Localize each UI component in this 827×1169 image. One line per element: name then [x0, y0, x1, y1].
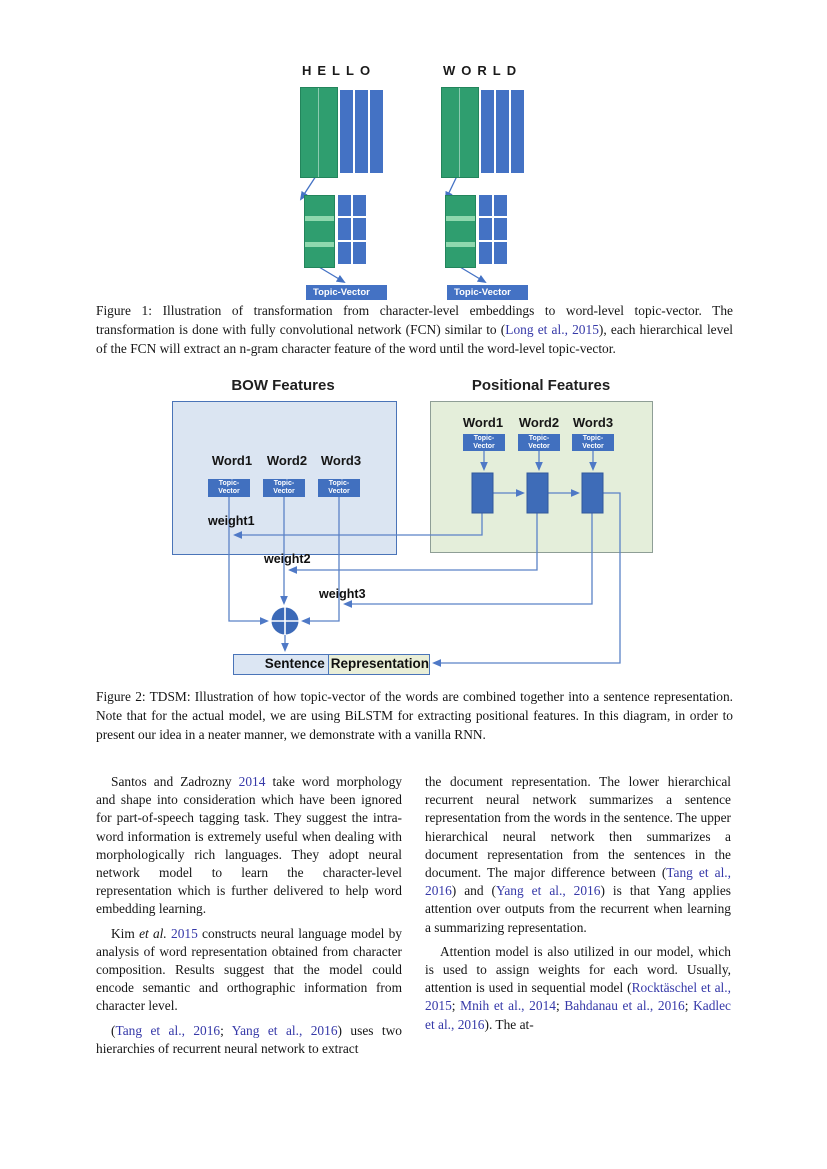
- bow-word1-label: Word1: [211, 453, 253, 468]
- topic-vector-box: Topic-Vector: [518, 434, 560, 451]
- text-segment: Attention model is also utilized in our …: [425, 943, 731, 996]
- topic-vector-box: Topic-Vector: [208, 479, 250, 497]
- topic-vector-box: Topic-Vector: [306, 285, 387, 300]
- conv-feature-grid: [445, 195, 507, 268]
- ngram-feature-green-grid: [445, 195, 476, 268]
- text-segment: ) uses two hierarchies of recurrent neur…: [96, 1022, 402, 1056]
- figure1-diagram: HELLO Topic-Vector WORLD Topic-Vector: [0, 60, 827, 303]
- citation-link[interactable]: Rocktäschel et al., 2015: [425, 980, 731, 1014]
- embedding-blue-bars: [340, 90, 383, 178]
- text-segment: constructs neural language model by anal…: [96, 925, 403, 1014]
- embedding-blue-bars: [481, 90, 524, 178]
- citation-link[interactable]: Yang et al., 2016: [496, 883, 601, 899]
- citation-link[interactable]: Bahdanau et al., 2016: [564, 998, 685, 1014]
- citation-link[interactable]: Long et al., 2015: [505, 322, 599, 338]
- citation-link[interactable]: Kadlec et al., 2016: [425, 998, 731, 1032]
- text-segment: et al.: [139, 925, 167, 941]
- feature-blue-cells: [479, 195, 507, 268]
- text-segment: (: [111, 1022, 116, 1038]
- figure2-caption: Figure 2: TDSM: Illustration of how topi…: [96, 687, 733, 745]
- positional-word1-label: Word1: [462, 415, 504, 430]
- citation-link[interactable]: Tang et al., 2016: [115, 1022, 221, 1038]
- figure2-diagram: BOW Features Positional Features: [0, 375, 827, 687]
- sentence-label: Sentence: [234, 655, 328, 674]
- text-segment: ) is that Yang applies attention over ou…: [425, 883, 731, 935]
- bow-word3-label: Word3: [320, 453, 362, 468]
- sentence-representation-box: Sentence Representation: [233, 654, 430, 675]
- word-letters: WORLD: [443, 63, 523, 78]
- figure1-caption: Figure 1: Illustration of transformation…: [96, 301, 733, 359]
- character-embedding-block: [300, 87, 383, 178]
- figure2-connectors: [228, 451, 621, 667]
- weight2-label: weight2: [264, 552, 311, 566]
- text-segment: ) and (: [451, 883, 497, 899]
- citation-link[interactable]: 2015: [171, 925, 198, 941]
- positional-word2-label: Word2: [518, 415, 560, 430]
- text-segment: Santos and Zadrozny: [111, 774, 239, 789]
- text-segment: ;: [684, 998, 694, 1014]
- ngram-feature-green-block: [441, 87, 479, 178]
- bow-features-title: BOW Features: [231, 377, 335, 394]
- character-embedding-block: [441, 87, 524, 178]
- paragraph: (Tang et al., 2016; Yang et al., 2016) u…: [96, 1022, 402, 1058]
- figure1-arrows: [299, 175, 487, 284]
- text-segment: ;: [220, 1022, 232, 1038]
- ngram-feature-green-block: [300, 87, 338, 178]
- paragraph: Santos and Zadrozny 2014 take word morph…: [96, 773, 402, 919]
- topic-vector-box: Topic-Vector: [463, 434, 505, 451]
- body-right-column: the document representation. The lower h…: [425, 773, 731, 1040]
- figure1-word-group-world: WORLD Topic-Vector: [441, 60, 536, 303]
- topic-vector-box: Topic-Vector: [572, 434, 614, 451]
- paragraph: the document representation. The lower h…: [425, 773, 731, 937]
- text-segment: ). The at-: [484, 1016, 534, 1032]
- weight1-label: weight1: [208, 514, 255, 528]
- citation-link[interactable]: Mnih et al., 2014: [460, 998, 556, 1014]
- citation-link[interactable]: Tang et al., 2016: [425, 865, 731, 899]
- conv-feature-grid: [304, 195, 366, 268]
- positional-word3-label: Word3: [572, 415, 614, 430]
- body-left-column: Santos and Zadrozny 2014 take word morph…: [96, 773, 402, 1064]
- text-segment: take word morphology and shape into cons…: [96, 774, 402, 917]
- text-segment: ), each hierarchical level of the FCN wi…: [96, 322, 733, 357]
- topic-vector-box: Topic-Vector: [447, 285, 528, 300]
- text-segment: Kim: [111, 925, 140, 941]
- text-segment: ;: [451, 998, 461, 1014]
- text-segment: ;: [555, 998, 565, 1014]
- representation-label: Representation: [327, 655, 429, 674]
- figure1-word-group-hello: HELLO Topic-Vector: [300, 60, 395, 303]
- paragraph: Kim et al. 2015 constructs neural langua…: [96, 925, 402, 1016]
- feature-blue-cells: [338, 195, 366, 268]
- text-segment: Figure 1: Illustration of transformation…: [96, 303, 733, 338]
- topic-vector-box: Topic-Vector: [263, 479, 305, 497]
- text-segment: Figure 2: TDSM: Illustration of how topi…: [96, 689, 733, 743]
- positional-features-title: Positional Features: [471, 377, 611, 394]
- bow-features-box: [172, 401, 397, 555]
- sum-node: [271, 607, 299, 635]
- paragraph: Attention model is also utilized in our …: [425, 943, 731, 1034]
- weight3-label: weight3: [319, 587, 366, 601]
- topic-vector-box: Topic-Vector: [318, 479, 360, 497]
- text-segment: the document representation. The lower h…: [425, 774, 731, 881]
- ngram-feature-green-grid: [304, 195, 335, 268]
- word-letters: HELLO: [302, 63, 377, 78]
- citation-link[interactable]: 2014: [238, 774, 266, 789]
- citation-link[interactable]: Yang et al., 2016: [231, 1022, 338, 1038]
- bow-word2-label: Word2: [266, 453, 308, 468]
